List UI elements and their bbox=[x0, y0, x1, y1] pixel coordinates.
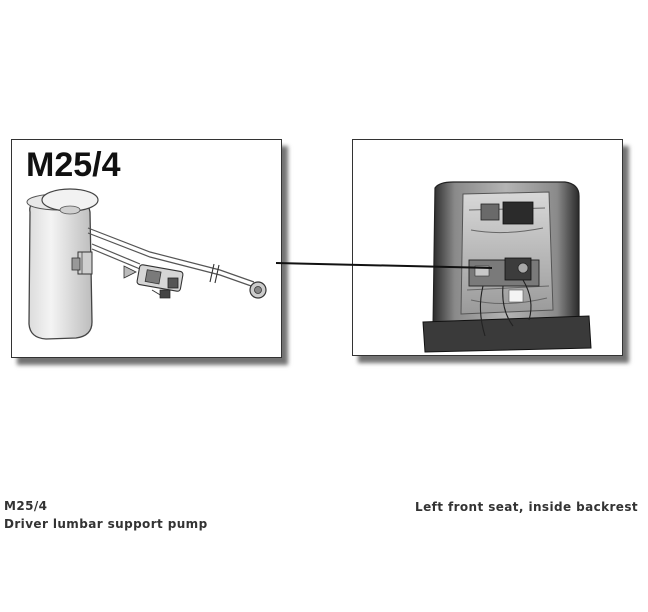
seat-backrest-photo bbox=[422, 181, 592, 353]
hose-break-mark-icon bbox=[209, 263, 220, 284]
air-bladder-icon bbox=[26, 188, 99, 340]
seat-location-photo-panel bbox=[352, 139, 623, 356]
caption-component-location: Left front seat, inside backrest bbox=[415, 500, 638, 514]
pump-illustration-panel: M25/4 bbox=[11, 139, 282, 358]
lumbar-pump-drawing bbox=[26, 188, 267, 340]
seat-backrest-icon bbox=[422, 181, 592, 353]
caption-component-description: Driver lumbar support pump bbox=[4, 517, 208, 531]
caption-component-code: M25/4 bbox=[4, 499, 48, 513]
hose-connector-icon bbox=[249, 281, 267, 299]
mounting-clip-icon bbox=[71, 251, 93, 275]
pump-motor-icon bbox=[123, 264, 184, 299]
component-code-label: M25/4 bbox=[26, 146, 121, 184]
air-hose-icon bbox=[87, 227, 255, 288]
